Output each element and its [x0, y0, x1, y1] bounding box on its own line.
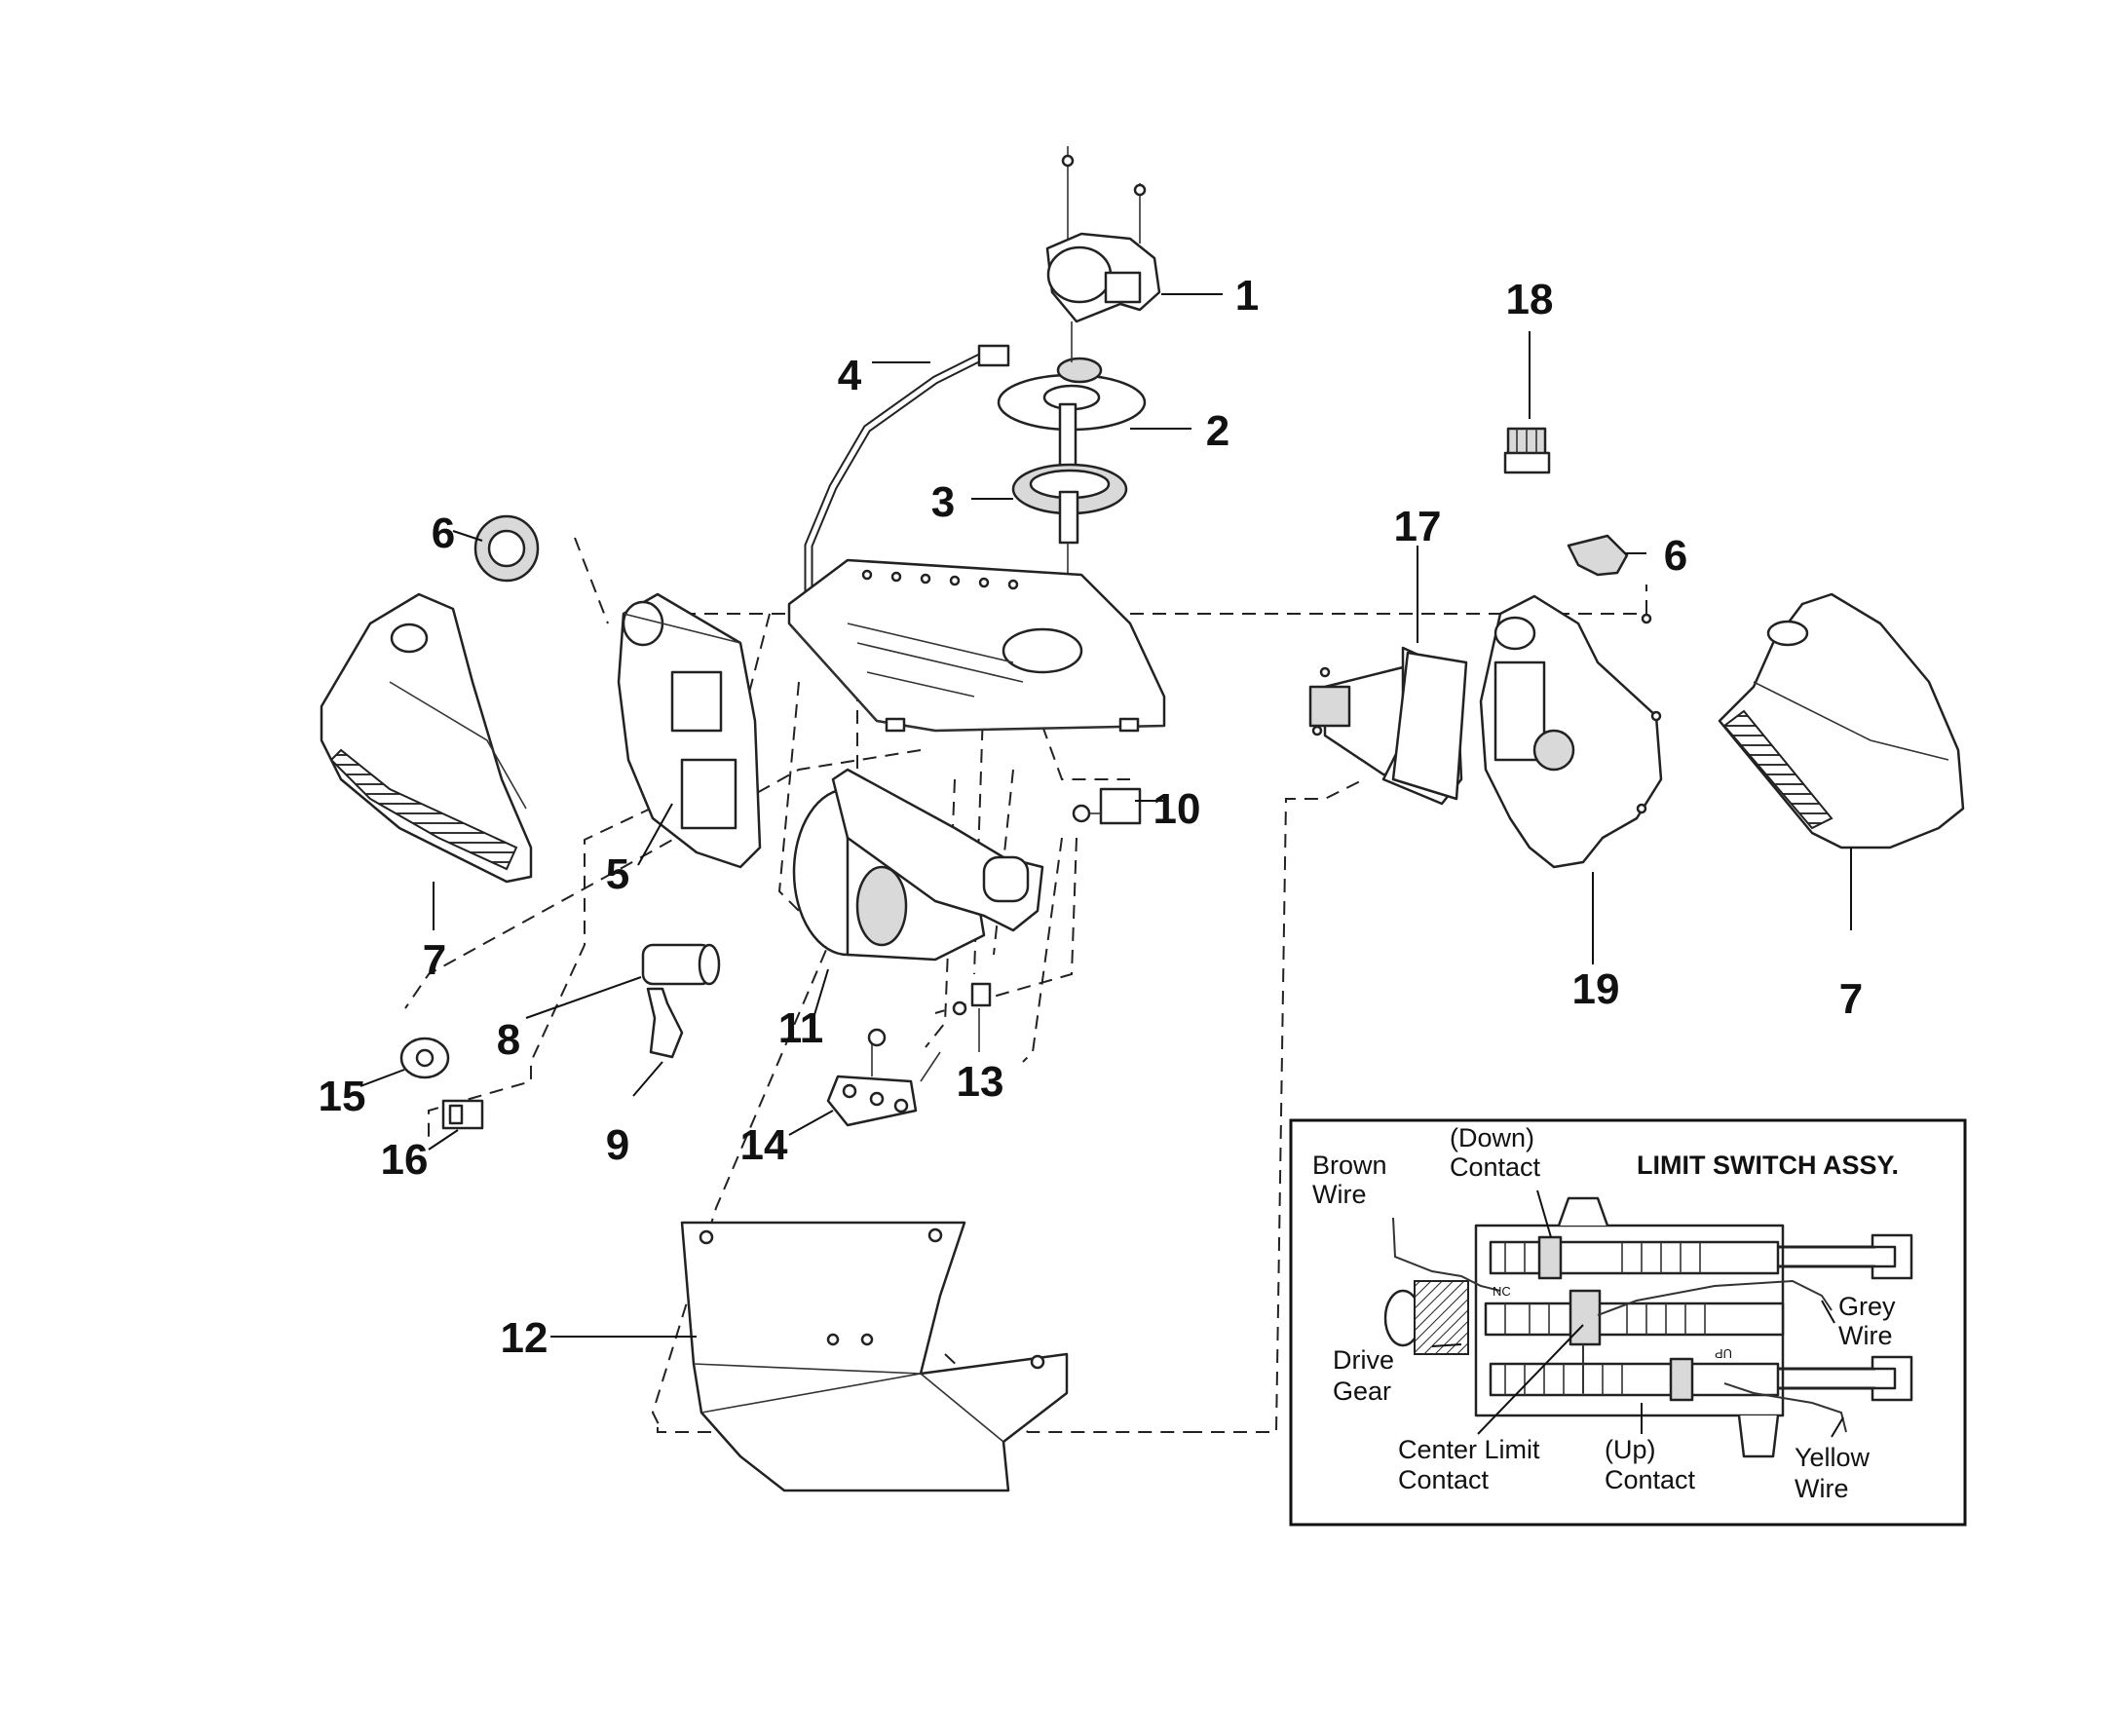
callout-15: 15: [319, 1073, 366, 1120]
part-13-switch: [952, 982, 992, 1052]
part-3-drive-gear: [971, 463, 1128, 599]
label-grey-wire-2: Wire: [1838, 1321, 1893, 1350]
callout-7-left: 7: [423, 936, 446, 984]
callout-9: 9: [606, 1121, 629, 1169]
drive-gear: [1414, 1280, 1469, 1355]
label-drive-gear-2: Gear: [1333, 1377, 1391, 1406]
center-contact-block: [1569, 1289, 1602, 1346]
part-16-clip: [428, 1099, 484, 1151]
label-center-limit-2: Contact: [1398, 1465, 1490, 1494]
part-2-sprocket-plate: [997, 321, 1191, 484]
label-down-contact-2: Contact: [1450, 1152, 1541, 1182]
callout-5: 5: [606, 850, 629, 898]
part-6-light-lens-right: [1567, 534, 1646, 577]
part-8-capacitor: [525, 943, 721, 1019]
chassis-frame: [787, 558, 1166, 733]
callout-3: 3: [931, 478, 955, 526]
callout-18: 18: [1506, 276, 1554, 323]
callout-numbers: 1 2 3 4 5 6 6 7 7 8 9 10 11 12 13 14 15 …: [319, 272, 1864, 1362]
label-yellow-wire-2: Wire: [1795, 1474, 1849, 1503]
part-12-lower-cover: [550, 1221, 1069, 1492]
callout-17: 17: [1394, 503, 1442, 550]
label-brown-wire-1: Brown: [1312, 1151, 1387, 1180]
label-up-contact-1: (Up): [1605, 1435, 1656, 1464]
callout-6-left: 6: [432, 509, 455, 557]
part-19-right-end-panel: [1479, 594, 1663, 964]
nc-mark: NC: [1493, 1284, 1511, 1299]
label-brown-wire-2: Wire: [1312, 1180, 1367, 1209]
up-contact-block: [1669, 1357, 1694, 1402]
inset-title: LIMIT SWITCH ASSY.: [1637, 1151, 1899, 1180]
part-7-right-cover: [1718, 592, 1965, 930]
part-17-logic-board: [1308, 546, 1468, 806]
callout-13: 13: [957, 1058, 1004, 1106]
label-center-limit-1: Center Limit: [1398, 1435, 1540, 1464]
up-mark: UP: [1715, 1346, 1732, 1361]
part-4-cable: [804, 344, 1010, 594]
label-grey-wire-1: Grey: [1838, 1292, 1896, 1321]
part-14-limit-switch: [788, 1028, 941, 1136]
callout-4: 4: [838, 352, 862, 399]
part-5-left-end-panel: [617, 592, 762, 869]
callout-8: 8: [497, 1016, 520, 1064]
down-contact-block: [1537, 1235, 1563, 1280]
part-11-motor: [792, 768, 1044, 1019]
callout-1: 1: [1235, 272, 1259, 320]
label-down-contact-1: (Down): [1450, 1123, 1534, 1152]
callout-14: 14: [740, 1121, 788, 1169]
callout-12: 12: [501, 1314, 548, 1362]
part-10-trolley-bracket: [1072, 787, 1164, 825]
callout-16: 16: [381, 1136, 429, 1184]
part-1-gear-cover: [1045, 146, 1223, 323]
part-7-left-cover: [320, 592, 533, 930]
callout-7-right: 7: [1839, 975, 1863, 1023]
label-yellow-wire-1: Yellow: [1795, 1443, 1871, 1472]
limit-switch-inset: LIMIT SWITCH ASSY.: [1289, 1118, 1967, 1527]
callout-19: 19: [1572, 965, 1620, 1013]
callout-6-right: 6: [1664, 532, 1687, 580]
callout-10: 10: [1153, 785, 1201, 833]
part-9-wire-harness: [632, 987, 684, 1097]
label-up-contact-2: Contact: [1605, 1465, 1696, 1494]
callout-2: 2: [1206, 407, 1229, 455]
part-15-socket: [359, 1037, 450, 1087]
part-18-terminal-block: [1503, 331, 1551, 474]
part-6-light-lens-left: [452, 514, 540, 583]
label-drive-gear-1: Drive: [1333, 1345, 1394, 1375]
callout-11: 11: [778, 1004, 824, 1052]
